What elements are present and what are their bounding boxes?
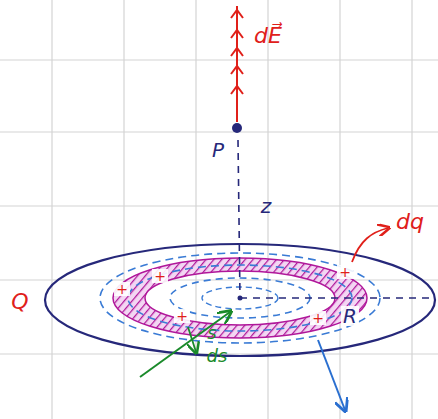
charge-sign: + [174,309,190,323]
radius-line [240,297,432,299]
grid-line [339,0,340,419]
charge-sign: + [337,265,353,279]
point-label: P [212,140,224,160]
grid-line [0,131,438,132]
field-vector [236,6,238,122]
vector-label: dE⃗ [254,25,282,47]
charge-label: Q [11,291,28,313]
grid-line [0,205,438,206]
grid-line [123,0,124,419]
grid-line [195,0,196,419]
z-axis [238,140,240,298]
pointer-arrow [318,340,345,410]
charge-sign: + [114,282,130,296]
radius-label: s [207,324,216,342]
field-arrowheads [231,10,243,94]
charge-sign: + [152,269,168,283]
grid-line [0,59,438,60]
width-arrow [188,327,196,352]
charge-label: dq [396,211,424,233]
grid-line [411,0,412,419]
width-label: ds [207,347,228,365]
grid-line [51,0,52,419]
center-dot [238,296,243,301]
charge-sign: + [310,311,326,325]
pointer-arrow [352,228,388,262]
arrowhead [231,86,243,94]
field-point [232,123,242,133]
axis-label: z [261,196,272,216]
arrowhead [231,48,243,56]
arrowhead [231,30,243,38]
arrowhead [231,66,243,74]
radius-label: R [341,306,359,326]
arrowhead [231,10,243,18]
